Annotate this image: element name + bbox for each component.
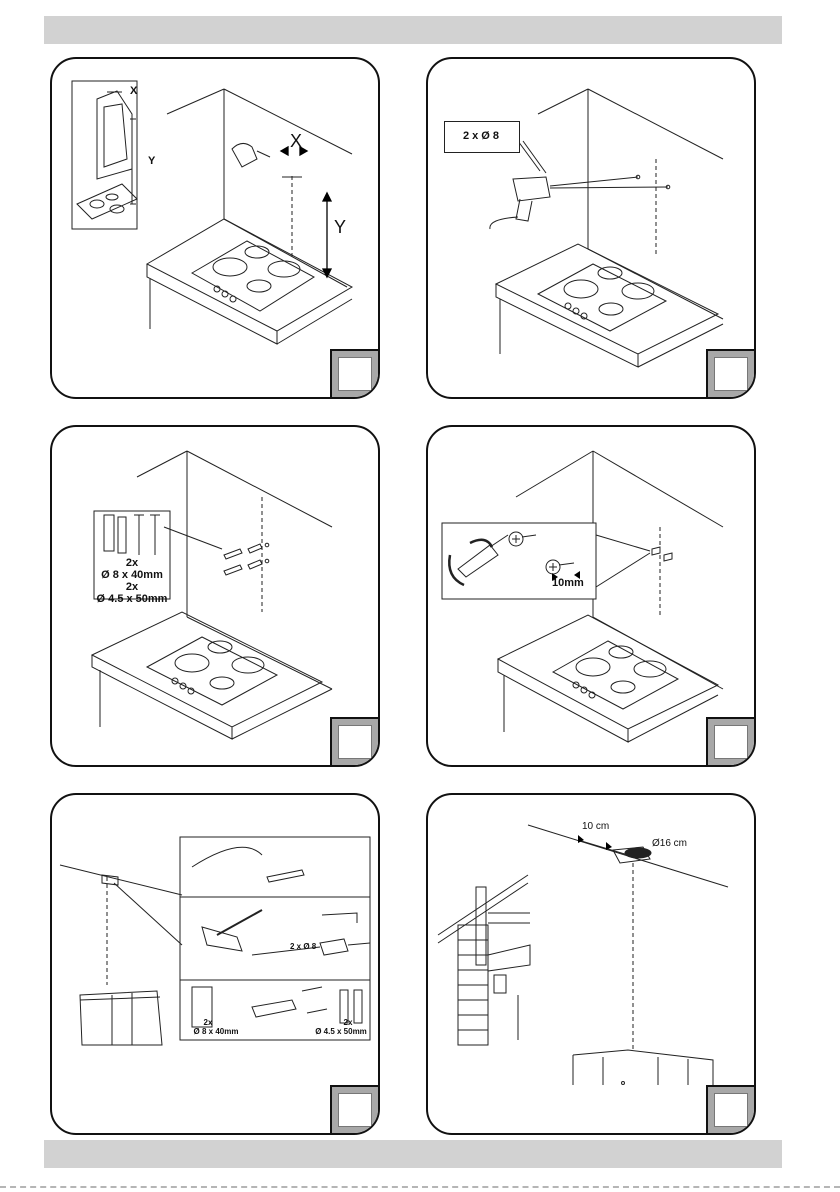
screw-quantity-label: 2x	[92, 581, 172, 593]
panel-step-fit-screws: 10mm	[426, 425, 756, 767]
page-edge-dashes	[0, 1186, 840, 1188]
screw-gap-label: 10mm	[552, 577, 584, 589]
drilling-illustration	[428, 59, 754, 397]
plug-size-label: Ø 8 x 40mm	[186, 1026, 246, 1038]
duct-position-illustration	[428, 795, 754, 1133]
panel-step-duct-position: 10 cm Ø16 cm	[426, 793, 756, 1135]
panel-step-mark-position: X Y X Y	[50, 57, 380, 399]
header-bar	[44, 16, 782, 44]
duct-diameter-label: Ø16 cm	[652, 838, 687, 850]
screwdriver-illustration	[428, 427, 754, 765]
dimension-x-label: X	[290, 135, 302, 147]
screw-size-label: Ø 4.5 x 50mm	[88, 593, 176, 605]
panel-step-insert-plugs: 2x Ø 8 x 40mm 2x Ø 4.5 x 50mm	[50, 425, 380, 767]
footer-bar	[44, 1140, 782, 1168]
drill-size-label: 2 x Ø 8	[444, 130, 518, 142]
step-number-box	[330, 717, 380, 767]
step-number-box	[330, 349, 380, 399]
panel-step-ceiling-bracket: 2 x Ø 8 2x Ø 8 x 40mm 2x Ø 4.5 x 50mm	[50, 793, 380, 1135]
plug-size-label: Ø 8 x 40mm	[88, 569, 176, 581]
wall-offset-label: 10 cm	[582, 821, 609, 833]
panel-step-drill-holes: 2 x Ø 8	[426, 57, 756, 399]
step-number-box	[706, 349, 756, 399]
inset-dimension-x-label: X	[130, 85, 137, 97]
plug-quantity-label: 2x	[92, 557, 172, 569]
step-number-box	[706, 717, 756, 767]
step-number-box	[330, 1085, 380, 1135]
drill-size-label: 2 x Ø 8	[290, 941, 316, 953]
inset-dimension-y-label: Y	[148, 155, 155, 167]
step-number-box	[706, 1085, 756, 1135]
screw-size-label: Ø 4.5 x 50mm	[310, 1026, 372, 1038]
dimension-y-label: Y	[334, 221, 346, 233]
ceiling-bracket-illustration	[52, 795, 378, 1133]
wall-hob-illustration	[52, 59, 378, 397]
